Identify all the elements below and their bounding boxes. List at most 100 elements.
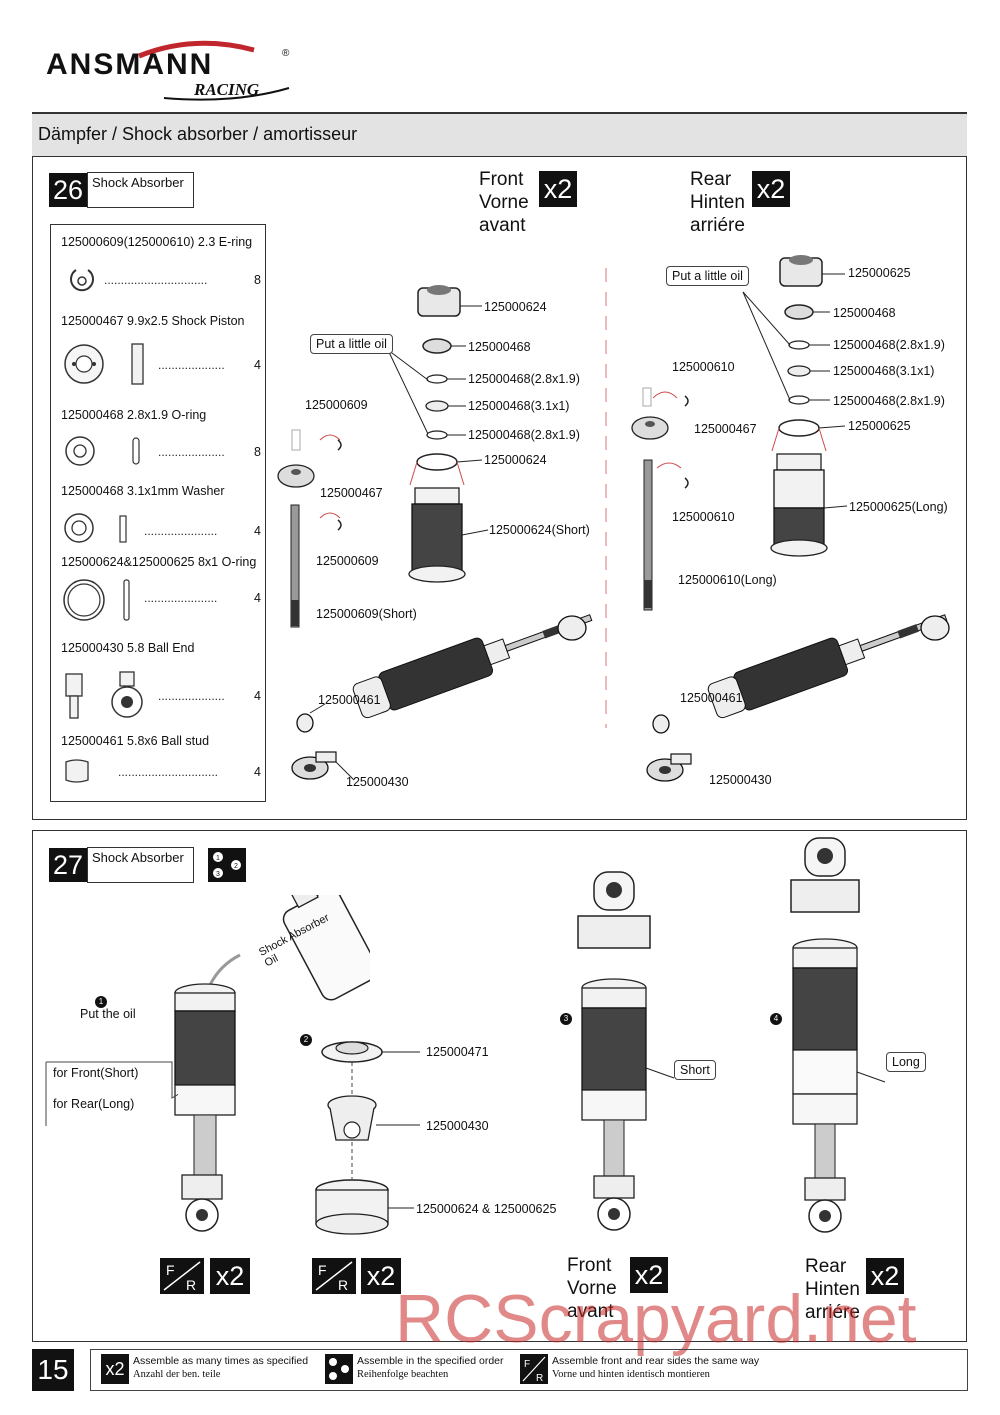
rear-callout-4: 125000468(3.1x1) xyxy=(833,364,935,378)
part-piston-dots: .................... xyxy=(158,358,225,372)
front-callout-2: 125000468 xyxy=(468,340,531,354)
callout-125000430: 125000430 xyxy=(426,1119,489,1133)
rear-callout-6: 125000625 xyxy=(848,419,911,433)
step27-front-qty: x2 xyxy=(630,1257,668,1293)
section-header xyxy=(32,112,967,156)
front-callout-7: 125000624(Short) xyxy=(489,523,590,537)
part-oring-label: 125000468 2.8x1.9 O-ring xyxy=(61,408,207,422)
part-washer-qty: 4 xyxy=(254,524,261,538)
front-qty-badge: x2 xyxy=(539,171,577,207)
step27-panel xyxy=(32,830,967,1342)
step27-front-heading: Front Vorne avant xyxy=(567,1254,617,1323)
svg-text:R: R xyxy=(536,1373,543,1384)
callout-cap: 125000624 & 125000625 xyxy=(416,1202,557,1216)
page-number: 15 xyxy=(32,1349,74,1391)
svg-text:F: F xyxy=(166,1262,175,1278)
front-callout-11: 125000609(Short) xyxy=(316,607,417,621)
fill-note-rear: for Rear(Long) xyxy=(53,1097,135,1111)
front-callout-13: 125000430 xyxy=(346,775,409,789)
svg-text:3: 3 xyxy=(216,871,220,878)
svg-text:R: R xyxy=(186,1277,196,1293)
part-oring-qty: 8 xyxy=(254,445,261,459)
svg-text:F: F xyxy=(524,1359,530,1370)
front-callout-12: 125000461 xyxy=(318,693,381,707)
step-3-marker: 3 xyxy=(560,1013,572,1025)
rear-callout-13: 125000430 xyxy=(709,773,772,787)
rear-callout-8: 125000610 xyxy=(672,360,735,374)
watermark: RCScrapyard.net xyxy=(395,1281,917,1357)
part-washer-label: 125000468 3.1x1mm Washer xyxy=(61,484,225,498)
brand-name: ANSMANN xyxy=(46,48,214,81)
legend-order-icon xyxy=(325,1354,353,1384)
rear-callout-2: 125000468 xyxy=(833,306,896,320)
front-heading: Front Vorne avant xyxy=(479,168,529,237)
rear-heading-de: Hinten xyxy=(690,192,745,213)
rear-qty-badge: x2 xyxy=(752,171,790,207)
part-eriing-dots: ............................... xyxy=(104,273,208,287)
step26-title: Shock Absorber xyxy=(87,172,194,208)
parts-list xyxy=(50,224,266,802)
front-callout-5: 125000468(2.8x1.9) xyxy=(468,428,580,442)
step27-rear-fr: arriére xyxy=(805,1302,860,1323)
front-oil-note: Put a little oil xyxy=(310,334,393,354)
short-shock-drawing xyxy=(577,871,675,1231)
legend-1-en: Assemble as many times as specified xyxy=(133,1355,309,1367)
rear-callout-1: 125000625 xyxy=(848,266,911,280)
svg-text:R: R xyxy=(338,1277,348,1293)
rear-oil-note: Put a little oil xyxy=(666,266,749,286)
logo-swoosh-icon xyxy=(138,40,290,101)
svg-text:2: 2 xyxy=(234,863,238,870)
part-eriing-qty: 8 xyxy=(254,273,261,287)
rear-shock-exploded-drawing xyxy=(631,255,950,782)
washer-icon xyxy=(64,513,127,543)
legend-3-de: Vorne und hinten identisch montieren xyxy=(552,1369,710,1380)
step-2-marker: 2 xyxy=(300,1034,312,1046)
step26-number: 26 xyxy=(49,173,87,207)
step27-title: Shock Absorber xyxy=(87,847,194,883)
fr-icon-2: F R xyxy=(312,1258,356,1294)
o-ring-icon xyxy=(65,436,140,466)
part-piston-qty: 4 xyxy=(254,358,261,372)
step27-rear-qty: x2 xyxy=(866,1258,904,1294)
step27-rear-heading: Rear Hinten arriére xyxy=(805,1255,860,1324)
oil-filling-drawing xyxy=(174,895,370,1232)
large-o-ring-icon xyxy=(63,579,130,621)
fr-icon-1: F R xyxy=(160,1258,204,1294)
part-eriing-label: 125000609(125000610) 2.3 E-ring xyxy=(61,235,253,249)
ball-stud-icon xyxy=(65,759,89,783)
front-callout-9: 125000467 xyxy=(320,486,383,500)
rear-callout-9: 125000467 xyxy=(694,422,757,436)
part-ballstud-dots: .............................. xyxy=(118,765,219,779)
fill-note-bracket xyxy=(45,1061,178,1126)
fill-note-front: for Front(Short) xyxy=(53,1066,139,1080)
rear-callout-12: 125000461 xyxy=(680,691,743,705)
front-callout-1: 125000624 xyxy=(484,300,547,314)
legend-3-en: Assemble front and rear sides the same w… xyxy=(552,1355,760,1367)
callout-125000471: 125000471 xyxy=(426,1045,489,1059)
legend-2-en: Assemble in the specified order xyxy=(357,1355,504,1367)
part-8x1-oring-qty: 4 xyxy=(254,591,261,605)
brand-logo: ANSMANN ® RACING xyxy=(44,40,294,105)
long-shock-drawing xyxy=(790,837,886,1233)
part-ballstud-label: 125000461 5.8x6 Ball stud xyxy=(61,734,210,748)
front-shock-exploded-drawing xyxy=(277,285,593,781)
legend-2-de: Reihenfolge beachten xyxy=(357,1369,449,1380)
front-rear-divider xyxy=(605,268,607,728)
brand-reg: ® xyxy=(282,48,290,59)
step-4-marker: 4 xyxy=(770,1013,782,1025)
brand-sub: RACING xyxy=(194,80,260,99)
fr-qty-badge-2: x2 xyxy=(361,1258,401,1294)
rear-callout-3: 125000468(2.8x1.9) xyxy=(833,338,945,352)
part-piston-label: 125000467 9.9x2.5 Shock Piston xyxy=(61,314,245,328)
footer-legend xyxy=(90,1349,968,1391)
step27-front-fr: avant xyxy=(567,1301,614,1322)
assembly-order-icon: 1 2 3 xyxy=(208,848,246,882)
step27-number: 27 xyxy=(49,848,87,882)
step27-rear-de: Hinten xyxy=(805,1279,860,1300)
rear-callout-7: 125000625(Long) xyxy=(849,500,948,514)
legend-x2-icon: x2 xyxy=(101,1354,129,1384)
rear-heading-fr: arriére xyxy=(690,215,745,236)
front-heading-en: Front xyxy=(479,169,524,190)
step-1-marker: 1 xyxy=(95,996,107,1008)
part-ballend-dots: .................... xyxy=(158,689,225,703)
